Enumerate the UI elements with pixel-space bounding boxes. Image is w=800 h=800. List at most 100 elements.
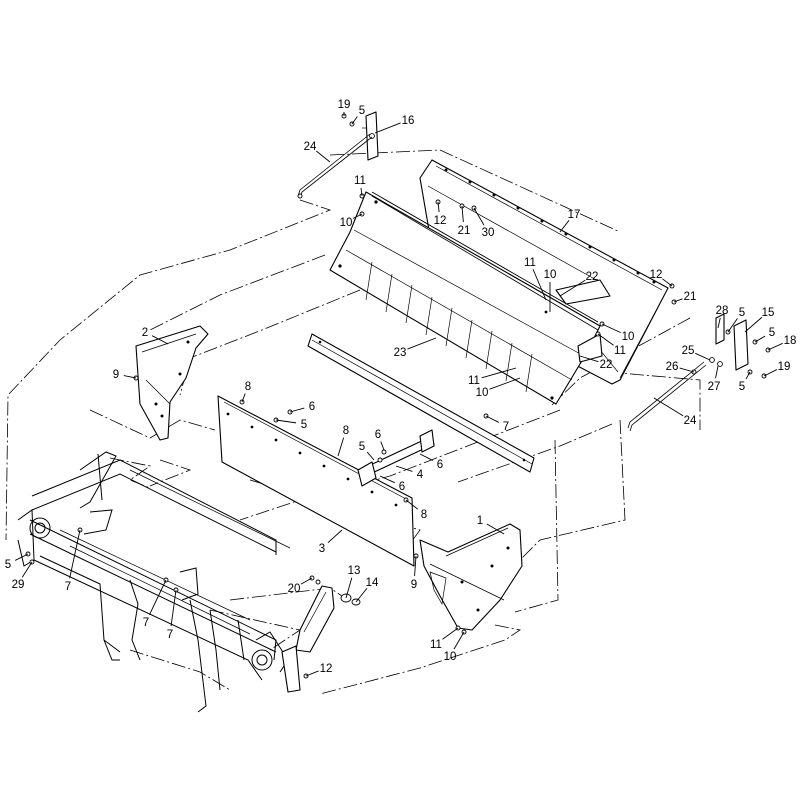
callout-6: 6	[437, 459, 443, 471]
callout-5: 5	[739, 381, 745, 393]
callout-10-leader	[489, 377, 521, 390]
callout-12-leader	[437, 201, 440, 213]
callout-5-leader	[727, 318, 738, 333]
callout-10-leader	[453, 631, 465, 650]
callout-12: 12	[320, 663, 333, 675]
callout-11-leader	[442, 627, 459, 640]
callout-11: 11	[468, 375, 480, 387]
callout-12: 12	[650, 269, 663, 281]
callout-24-leader	[653, 397, 684, 417]
callout-15: 15	[762, 307, 775, 319]
callout-7: 7	[65, 581, 71, 593]
angle-bar	[307, 333, 535, 473]
rod-24-left	[297, 133, 373, 199]
callout-8-leader	[337, 437, 345, 457]
callout-13: 13	[348, 565, 361, 577]
callout-7: 7	[167, 629, 173, 641]
flap-22	[555, 279, 611, 363]
callout-19: 19	[778, 361, 791, 373]
callout-4-leader	[395, 465, 413, 472]
callout-30: 30	[482, 227, 495, 239]
callout-2-leader	[151, 335, 169, 345]
callout-3: 3	[319, 543, 325, 555]
callout-30-leader	[473, 207, 485, 226]
callout-9-leader	[123, 375, 137, 379]
callout-5-leader	[366, 451, 375, 461]
callout-16-leader	[374, 122, 401, 134]
bearing-13	[340, 593, 361, 606]
callout-16: 16	[402, 115, 415, 127]
callout-26: 26	[666, 361, 679, 373]
callout-5-leader	[351, 116, 358, 125]
callout-1: 1	[477, 515, 483, 527]
callout-7: 7	[503, 421, 509, 433]
callout-22-leader	[579, 355, 599, 363]
callout-11: 11	[524, 257, 536, 269]
callout-9-leader	[414, 555, 417, 577]
callout-5: 5	[5, 559, 11, 571]
callout-5: 5	[301, 419, 307, 431]
callout-12-leader	[305, 670, 319, 677]
callout-9: 9	[113, 369, 119, 381]
callout-20-leader	[300, 577, 313, 585]
callout-24: 24	[304, 141, 317, 153]
callout-6-leader	[379, 475, 395, 484]
callout-10: 10	[476, 387, 489, 399]
callout-1-leader	[486, 523, 505, 535]
callout-24: 24	[684, 415, 697, 427]
callout-26-leader	[679, 367, 695, 373]
deflector-panel-23	[329, 191, 601, 405]
callout-21: 21	[458, 225, 471, 237]
callout-18-leader	[767, 342, 783, 351]
callout-6-leader	[289, 407, 305, 413]
callout-12: 12	[434, 215, 447, 227]
callout-22: 22	[600, 359, 613, 371]
bracket-15	[709, 313, 749, 371]
callout-21-leader	[673, 298, 683, 303]
callout-21: 21	[684, 291, 697, 303]
callout-5: 5	[769, 327, 775, 339]
front-panel-3	[217, 395, 415, 567]
callout-14-leader	[355, 587, 368, 603]
callout-23-leader	[407, 337, 437, 350]
callout-27-leader	[715, 365, 719, 379]
callout-10-leader	[352, 213, 363, 219]
arm-bracket-20	[281, 575, 335, 693]
callout-2: 2	[142, 327, 148, 339]
callout-4: 4	[417, 469, 424, 481]
callout-10: 10	[544, 269, 557, 281]
phantom-assembly-lines	[5, 149, 701, 695]
callout-5: 5	[359, 105, 365, 117]
callout-29-leader	[21, 561, 33, 578]
callout-8-leader	[405, 499, 418, 510]
callout-28-leader	[717, 317, 721, 329]
callout-21-leader	[461, 205, 464, 223]
callout-10: 10	[444, 651, 457, 663]
callout-3-leader	[327, 529, 343, 543]
callout-8: 8	[421, 509, 427, 521]
callout-27: 27	[708, 381, 721, 393]
callout-7-leader	[69, 529, 81, 579]
callout-29: 29	[12, 579, 25, 591]
callout-10: 10	[622, 331, 635, 343]
callout-11-leader	[532, 269, 547, 301]
left-side-plate-2	[135, 325, 209, 441]
callout-7-leader	[149, 579, 167, 615]
callout-10-leader	[601, 323, 621, 334]
callout-19: 19	[338, 99, 351, 111]
callout-11-leader	[481, 367, 517, 379]
deck-frame	[17, 451, 291, 713]
callout-5-leader	[275, 419, 297, 424]
bracket-16	[362, 111, 379, 161]
callout-leaders	[14, 112, 783, 677]
callout-11: 11	[430, 639, 442, 651]
callout-22: 22	[586, 271, 599, 283]
callout-5: 5	[739, 307, 745, 319]
callout-22-leader	[559, 279, 586, 297]
callout-6-leader	[419, 453, 434, 461]
callout-7-leader	[485, 415, 500, 423]
callout-7-leader	[170, 589, 177, 627]
callout-18: 18	[784, 335, 797, 347]
